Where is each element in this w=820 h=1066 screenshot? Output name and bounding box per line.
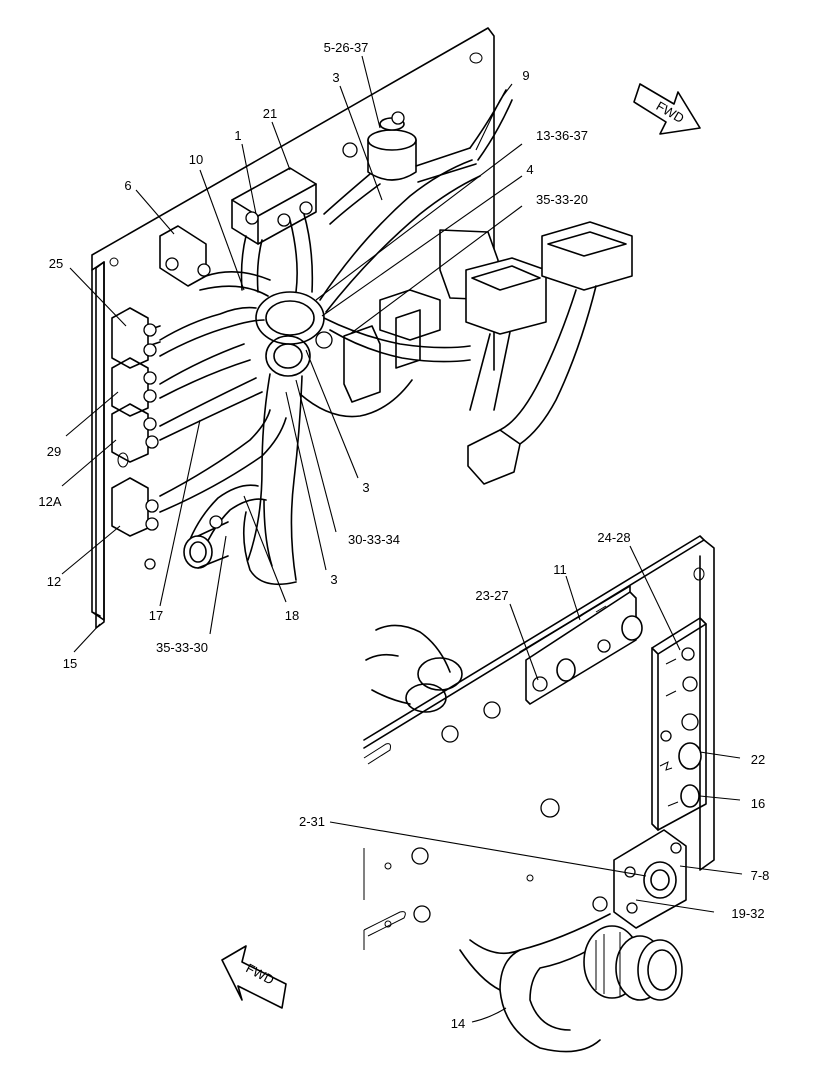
plug-assembly-17 <box>144 515 229 570</box>
callout-24-28: 24-28 <box>597 530 630 545</box>
callout-15: 15 <box>63 656 77 671</box>
callout-25: 25 <box>49 256 63 271</box>
callout-17: 17 <box>149 608 163 623</box>
callout-5-26-37: 5-26-37 <box>324 40 369 55</box>
harness-loop-3 <box>247 291 325 581</box>
callout-7-8: 7-8 <box>751 868 770 883</box>
callout-labels: 5-26-37 3 9 21 1 10 6 13-36-37 4 35-33-2… <box>38 40 769 1031</box>
callout-4: 4 <box>526 162 533 177</box>
switch-block-29 <box>111 357 157 417</box>
connector-blocks <box>439 221 633 485</box>
switch-panel-16 <box>651 617 707 831</box>
relay-5 <box>342 111 417 181</box>
callout-18: 18 <box>285 608 299 623</box>
switch-block-12A <box>111 403 159 463</box>
conduit-14 <box>459 896 683 1053</box>
callout-12: 12 <box>47 574 61 589</box>
callout-11: 11 <box>553 562 567 577</box>
callout-3-top: 3 <box>332 70 339 85</box>
bracket-6 <box>159 225 211 287</box>
callout-21: 21 <box>263 106 277 121</box>
callout-22: 22 <box>751 752 765 767</box>
callout-12A: 12A <box>38 494 61 509</box>
callout-1: 1 <box>234 128 241 143</box>
main-wire-harness <box>159 89 513 586</box>
callout-3-low: 3 <box>330 572 337 587</box>
terminal-block-21 <box>231 167 317 245</box>
callout-9: 9 <box>522 68 529 83</box>
callout-10: 10 <box>189 152 203 167</box>
callout-19-32: 19-32 <box>731 906 764 921</box>
receptacle-7-8 <box>613 829 687 929</box>
switch-block-25 <box>111 307 161 369</box>
lower-side-panel <box>363 535 715 950</box>
callout-23-27: 23-27 <box>475 588 508 603</box>
fwd-arrow-top: FWD <box>633 83 701 135</box>
switch-block-12 <box>111 477 159 537</box>
fwd-arrow-bottom: FWD <box>221 945 287 1009</box>
callout-13-36-37: 13-36-37 <box>536 128 588 143</box>
callout-35-33-20: 35-33-20 <box>536 192 588 207</box>
callout-14: 14 <box>451 1016 465 1031</box>
terminal-strip-15 <box>95 261 105 629</box>
lower-wire-bundle <box>365 624 463 713</box>
callout-3-mid: 3 <box>362 480 369 495</box>
callout-29: 29 <box>47 444 61 459</box>
bracket-plate-11 <box>519 585 643 705</box>
callout-16: 16 <box>751 796 765 811</box>
leader-lines <box>61 55 743 1023</box>
lower-panel-hardware <box>363 701 560 937</box>
callout-2-31: 2-31 <box>299 814 325 829</box>
callout-35-33-30: 35-33-30 <box>156 640 208 655</box>
callout-6: 6 <box>124 178 131 193</box>
callout-30-33-34: 30-33-34 <box>348 532 400 547</box>
